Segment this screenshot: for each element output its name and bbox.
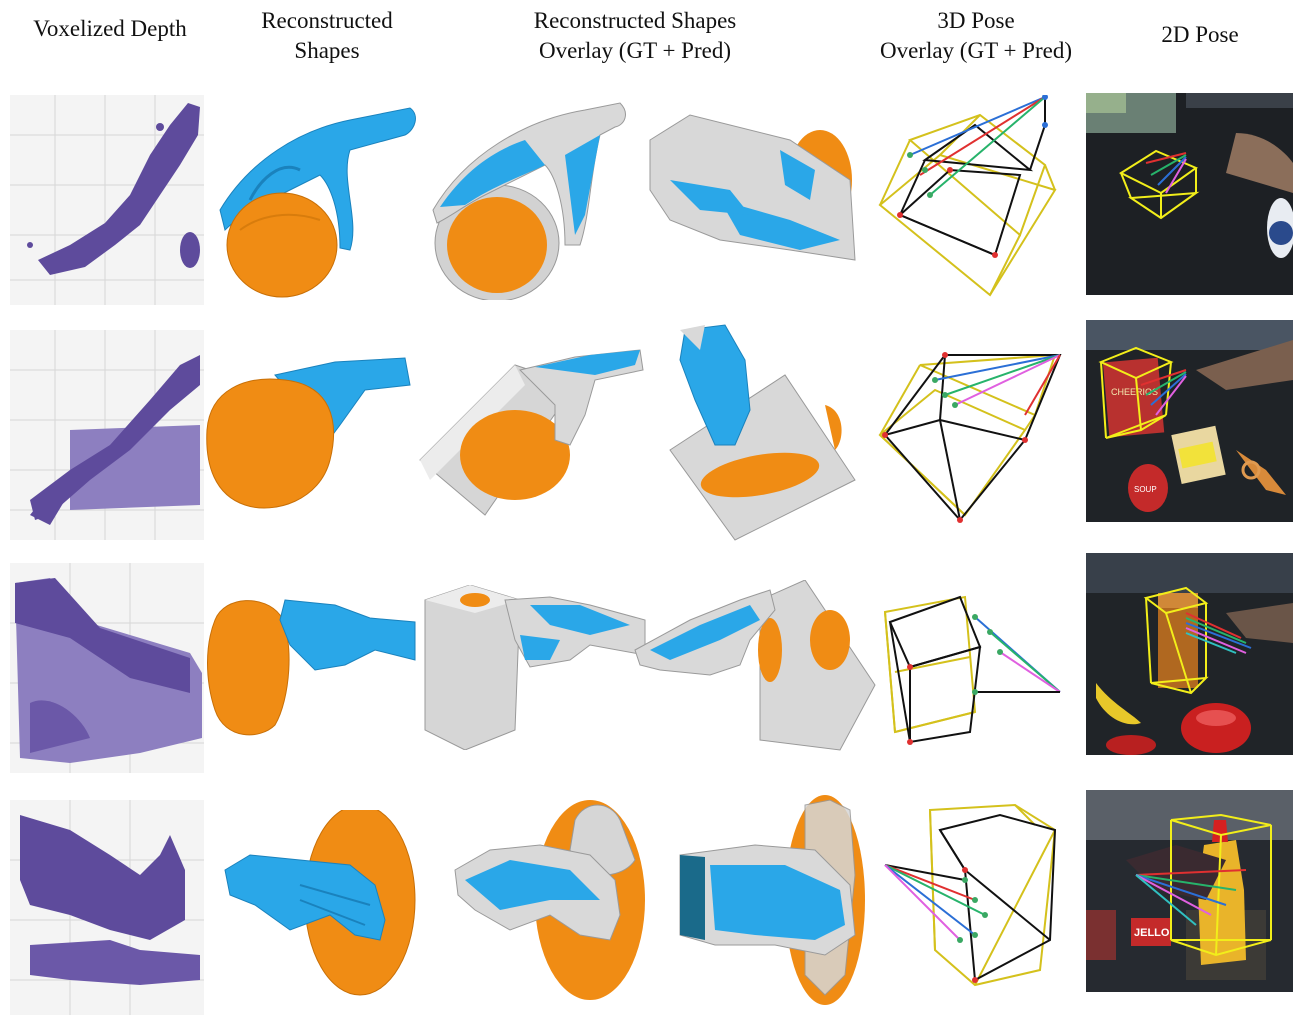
header-reconstructed-shapes: Reconstructed Shapes	[222, 6, 432, 66]
pose-2d-photo-row2: CHEERIOS SOUP	[1086, 320, 1293, 522]
header-3d-pose-line1: 3D Pose	[937, 8, 1015, 33]
header-2d-pose: 2D Pose	[1100, 20, 1300, 50]
overlay-shape-row3-b	[630, 580, 880, 755]
header-shapes-line2: Shapes	[294, 38, 360, 63]
reconstructed-shape-row1	[210, 100, 425, 300]
overlay-shape-row2-b	[665, 320, 860, 545]
voxel-depth-row4	[10, 800, 204, 1015]
reconstructed-shape-row4	[220, 810, 420, 1010]
header-overlay-line2: Overlay (GT + Pred)	[538, 38, 732, 63]
overlay-shape-row4-a	[450, 800, 650, 1010]
pose-3d-row1	[870, 95, 1065, 300]
header-3d-pose-line2: Overlay (GT + Pred)	[879, 38, 1073, 63]
voxel-depth-row1	[10, 95, 204, 305]
pose-3d-row2	[875, 345, 1075, 525]
overlay-shape-row1-b	[640, 100, 865, 270]
header-voxelized-depth: Voxelized Depth	[10, 14, 210, 44]
pose-2d-photo-row3	[1086, 553, 1293, 755]
row4-box-label: JELLO	[1134, 927, 1170, 939]
overlay-shape-row1-a	[425, 95, 640, 300]
overlay-shape-row4-b	[675, 795, 870, 1015]
row2-box-label: CHEERIOS	[1111, 387, 1158, 397]
header-voxelized-depth-text: Voxelized Depth	[33, 16, 187, 41]
header-2d-pose-text: 2D Pose	[1161, 22, 1239, 47]
voxel-depth-row3	[10, 563, 204, 773]
header-3d-pose: 3D Pose Overlay (GT + Pred)	[856, 6, 1096, 66]
reconstructed-shape-row3	[205, 590, 420, 740]
overlay-shape-row3-a	[420, 585, 650, 750]
header-overlay: Reconstructed Shapes Overlay (GT + Pred)	[470, 6, 800, 66]
header-shapes-line1: Reconstructed	[261, 8, 393, 33]
voxel-depth-row2	[10, 330, 204, 540]
overlay-shape-row2-a	[415, 345, 645, 520]
row2-can-label: SOUP	[1134, 485, 1157, 494]
pose-3d-row3	[880, 592, 1080, 747]
pose-3d-row4	[880, 800, 1065, 990]
reconstructed-shape-row2	[205, 350, 415, 515]
header-overlay-line1: Reconstructed Shapes	[533, 8, 737, 33]
pose-2d-photo-row4: JELLO	[1086, 790, 1293, 992]
pose-2d-photo-row1	[1086, 93, 1293, 295]
